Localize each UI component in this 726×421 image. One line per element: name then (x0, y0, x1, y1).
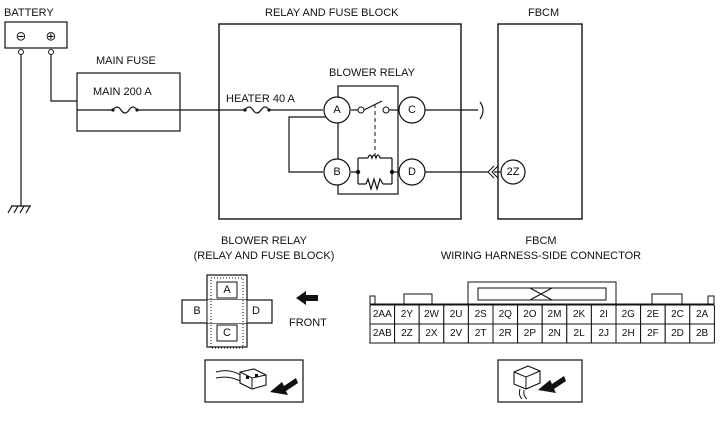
connector-view-title-2: WIRING HARNESS-SIDE CONNECTOR (441, 250, 641, 262)
relay-switch-arm (363, 100, 383, 111)
connector-view-title-1: FBCM (525, 235, 556, 247)
connector-cell (689, 323, 715, 344)
battery-positive-terminal: ⊕ (46, 29, 57, 44)
connector-pin-2f: 2F (647, 328, 659, 339)
connector-pin-2i: 2I (600, 309, 608, 320)
connector-pin-2k: 2K (573, 309, 586, 320)
relay-pin-b (323, 158, 351, 186)
ground-icon (7, 55, 31, 214)
relay-resistor-symbol (365, 176, 384, 192)
connector-pin-2o: 2O (523, 309, 537, 320)
relay-view-title-2: (RELAY AND FUSE BLOCK) (194, 250, 335, 262)
connector-pin-2m: 2M (548, 309, 562, 320)
wire-battery-to-main-fuse (50, 55, 77, 102)
connector-pin-2r: 2R (499, 328, 512, 339)
connector-pin-2t: 2T (475, 328, 487, 339)
relay-pin-d-label: D (408, 166, 416, 178)
connector-pin-2p: 2P (524, 328, 537, 339)
blower-relay-title: BLOWER RELAY (329, 67, 416, 79)
fbcm-box (497, 23, 583, 220)
relay-view-title-1: BLOWER RELAY (221, 235, 308, 247)
connector-pin-2a: 2A (696, 309, 709, 320)
relay-pin-a-label: A (333, 104, 341, 116)
connector-insert-arrow-icon (538, 376, 566, 393)
main-fuse-title: MAIN FUSE (96, 55, 156, 67)
connector-pin-2c: 2C (671, 309, 684, 320)
connector-pin-2z: 2Z (401, 328, 413, 339)
connector-pin-2b: 2B (696, 328, 709, 339)
wire-a-to-b (288, 116, 329, 173)
connector-pin-2n: 2N (548, 328, 561, 339)
connector-pin-2v: 2V (450, 328, 463, 339)
connector-pin-2j: 2J (598, 328, 609, 339)
connector-pin-2s: 2S (475, 309, 488, 320)
connector-pin-2l: 2L (574, 328, 586, 339)
battery-neg-post (18, 49, 24, 55)
relay-view-front-label: FRONT (289, 317, 327, 329)
connector-pin-2q: 2Q (499, 309, 513, 320)
relay-fuse-block: RELAY AND FUSE BLOCK HEATER 40 A BLOWER … (218, 7, 488, 220)
insert-arrow-icon (270, 378, 298, 395)
main-fuse-rating: MAIN 200 A (93, 86, 152, 98)
heater-fuse-label: HEATER 40 A (226, 93, 296, 105)
battery: BATTERY ⊖ ⊕ (4, 7, 68, 55)
fbcm-pin-2z (500, 159, 526, 185)
fbcm-title: FBCM (528, 7, 559, 19)
connector-pin-2u: 2U (450, 309, 463, 320)
battery-label: BATTERY (4, 7, 54, 19)
connector-pin-2h: 2H (622, 328, 635, 339)
relay-pin-a (323, 96, 351, 124)
front-arrow-icon (296, 291, 318, 305)
connector-pin-grid: 2AA 2Y 2W 2U 2S 2Q 2O 2M 2K 2I 2G 2E 2C 2A 2AB 2Z 2X 2V 2T… (369, 304, 715, 344)
connector-pin-2d: 2D (671, 328, 684, 339)
main-fuse: MAIN FUSE MAIN 200 A (76, 55, 181, 132)
relay-block-box (218, 23, 462, 220)
heater-fuse-symbol (244, 106, 270, 114)
fbcm-connector-view: FBCM WIRING HARNESS-SIDE CONNECTOR 2AA 2Y… (369, 235, 715, 403)
relay-view-terminal-c (216, 324, 238, 342)
connector-pin-2e: 2E (647, 309, 660, 320)
relay-view-terminal-d-label: D (252, 305, 260, 317)
relay-contact-left (357, 106, 365, 114)
battery-body (4, 21, 68, 49)
main-fuse-symbol (112, 106, 138, 114)
relay-contact-right (382, 106, 390, 114)
battery-pos-post (48, 49, 54, 55)
fbcm-module: FBCM 2Z (497, 7, 583, 220)
connector-chevron-icon (487, 165, 502, 179)
blower-relay-box (337, 85, 399, 195)
main-fuse-box (76, 72, 181, 132)
relay-block-title: RELAY AND FUSE BLOCK (265, 7, 399, 19)
connector-pin-2x: 2X (425, 328, 438, 339)
relay-pin-b-label: B (333, 166, 340, 178)
relay-view-terminal-a-label: A (223, 284, 231, 296)
relay-pin-c-label: C (408, 104, 416, 116)
blower-relay-terminal-view: BLOWER RELAY (RELAY AND FUSE BLOCK) A B … (181, 235, 335, 403)
fbcm-pin-2z-label: 2Z (507, 166, 520, 178)
connector-pin-2g: 2G (622, 309, 636, 320)
connector-pin-2ab: 2AB (373, 328, 392, 339)
connector-pin-2w: 2W (424, 309, 440, 320)
relay-view-terminal-b-label: B (193, 305, 200, 317)
relay-view-terminal-c-label: C (223, 327, 231, 339)
wire-break-icon (479, 101, 484, 120)
relay-view-terminal-a (216, 281, 238, 299)
battery-negative-terminal: ⊖ (16, 29, 27, 44)
connector-pin-2aa: 2AA (373, 309, 392, 320)
connector-pin-2y: 2Y (401, 309, 414, 320)
relay-coil-symbol (367, 154, 381, 160)
